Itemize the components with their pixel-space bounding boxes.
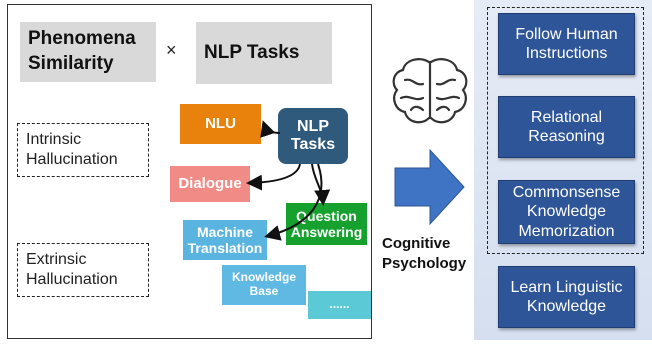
- arrow-to-nlu: [260, 120, 281, 138]
- arrow-to-mt: [264, 163, 323, 241]
- question-answering-node: Question Answering: [286, 203, 367, 245]
- intrinsic-hallucination-label: Intrinsic Hallucination: [17, 123, 149, 177]
- relational-reasoning-box: Relational Reasoning: [498, 96, 635, 158]
- commonsense-knowledge-memorization-box: Commonsense Knowledge Memorization: [498, 180, 635, 244]
- dialogue-node: Dialogue: [170, 166, 250, 202]
- arrow-to-qa: [311, 163, 331, 206]
- follow-human-instructions-box: Follow Human Instructions: [498, 13, 635, 75]
- nlp-tasks-header-box: NLP Tasks: [196, 22, 332, 84]
- arrow-to-dialogue: [246, 163, 301, 191]
- knowledge-base-node: Knowledge Base: [222, 265, 306, 305]
- nlu-node: NLU: [180, 104, 261, 144]
- learn-linguistic-knowledge-box: Learn Linguistic Knowledge: [498, 266, 635, 328]
- dashed-group-outline: [487, 7, 644, 254]
- phenomena-similarity-box: Phenomena Similarity: [20, 22, 156, 82]
- extrinsic-hallucination-label: Extrinsic Hallucination: [17, 243, 149, 297]
- more-tasks-node: ......: [308, 291, 371, 319]
- cognitive-psychology-label: Cognitive Psychology: [382, 235, 467, 273]
- nlp-tasks-center-node: NLP Tasks: [278, 108, 348, 164]
- machine-translation-node: Machine Translation: [183, 220, 267, 260]
- times-symbol: ×: [166, 40, 177, 60]
